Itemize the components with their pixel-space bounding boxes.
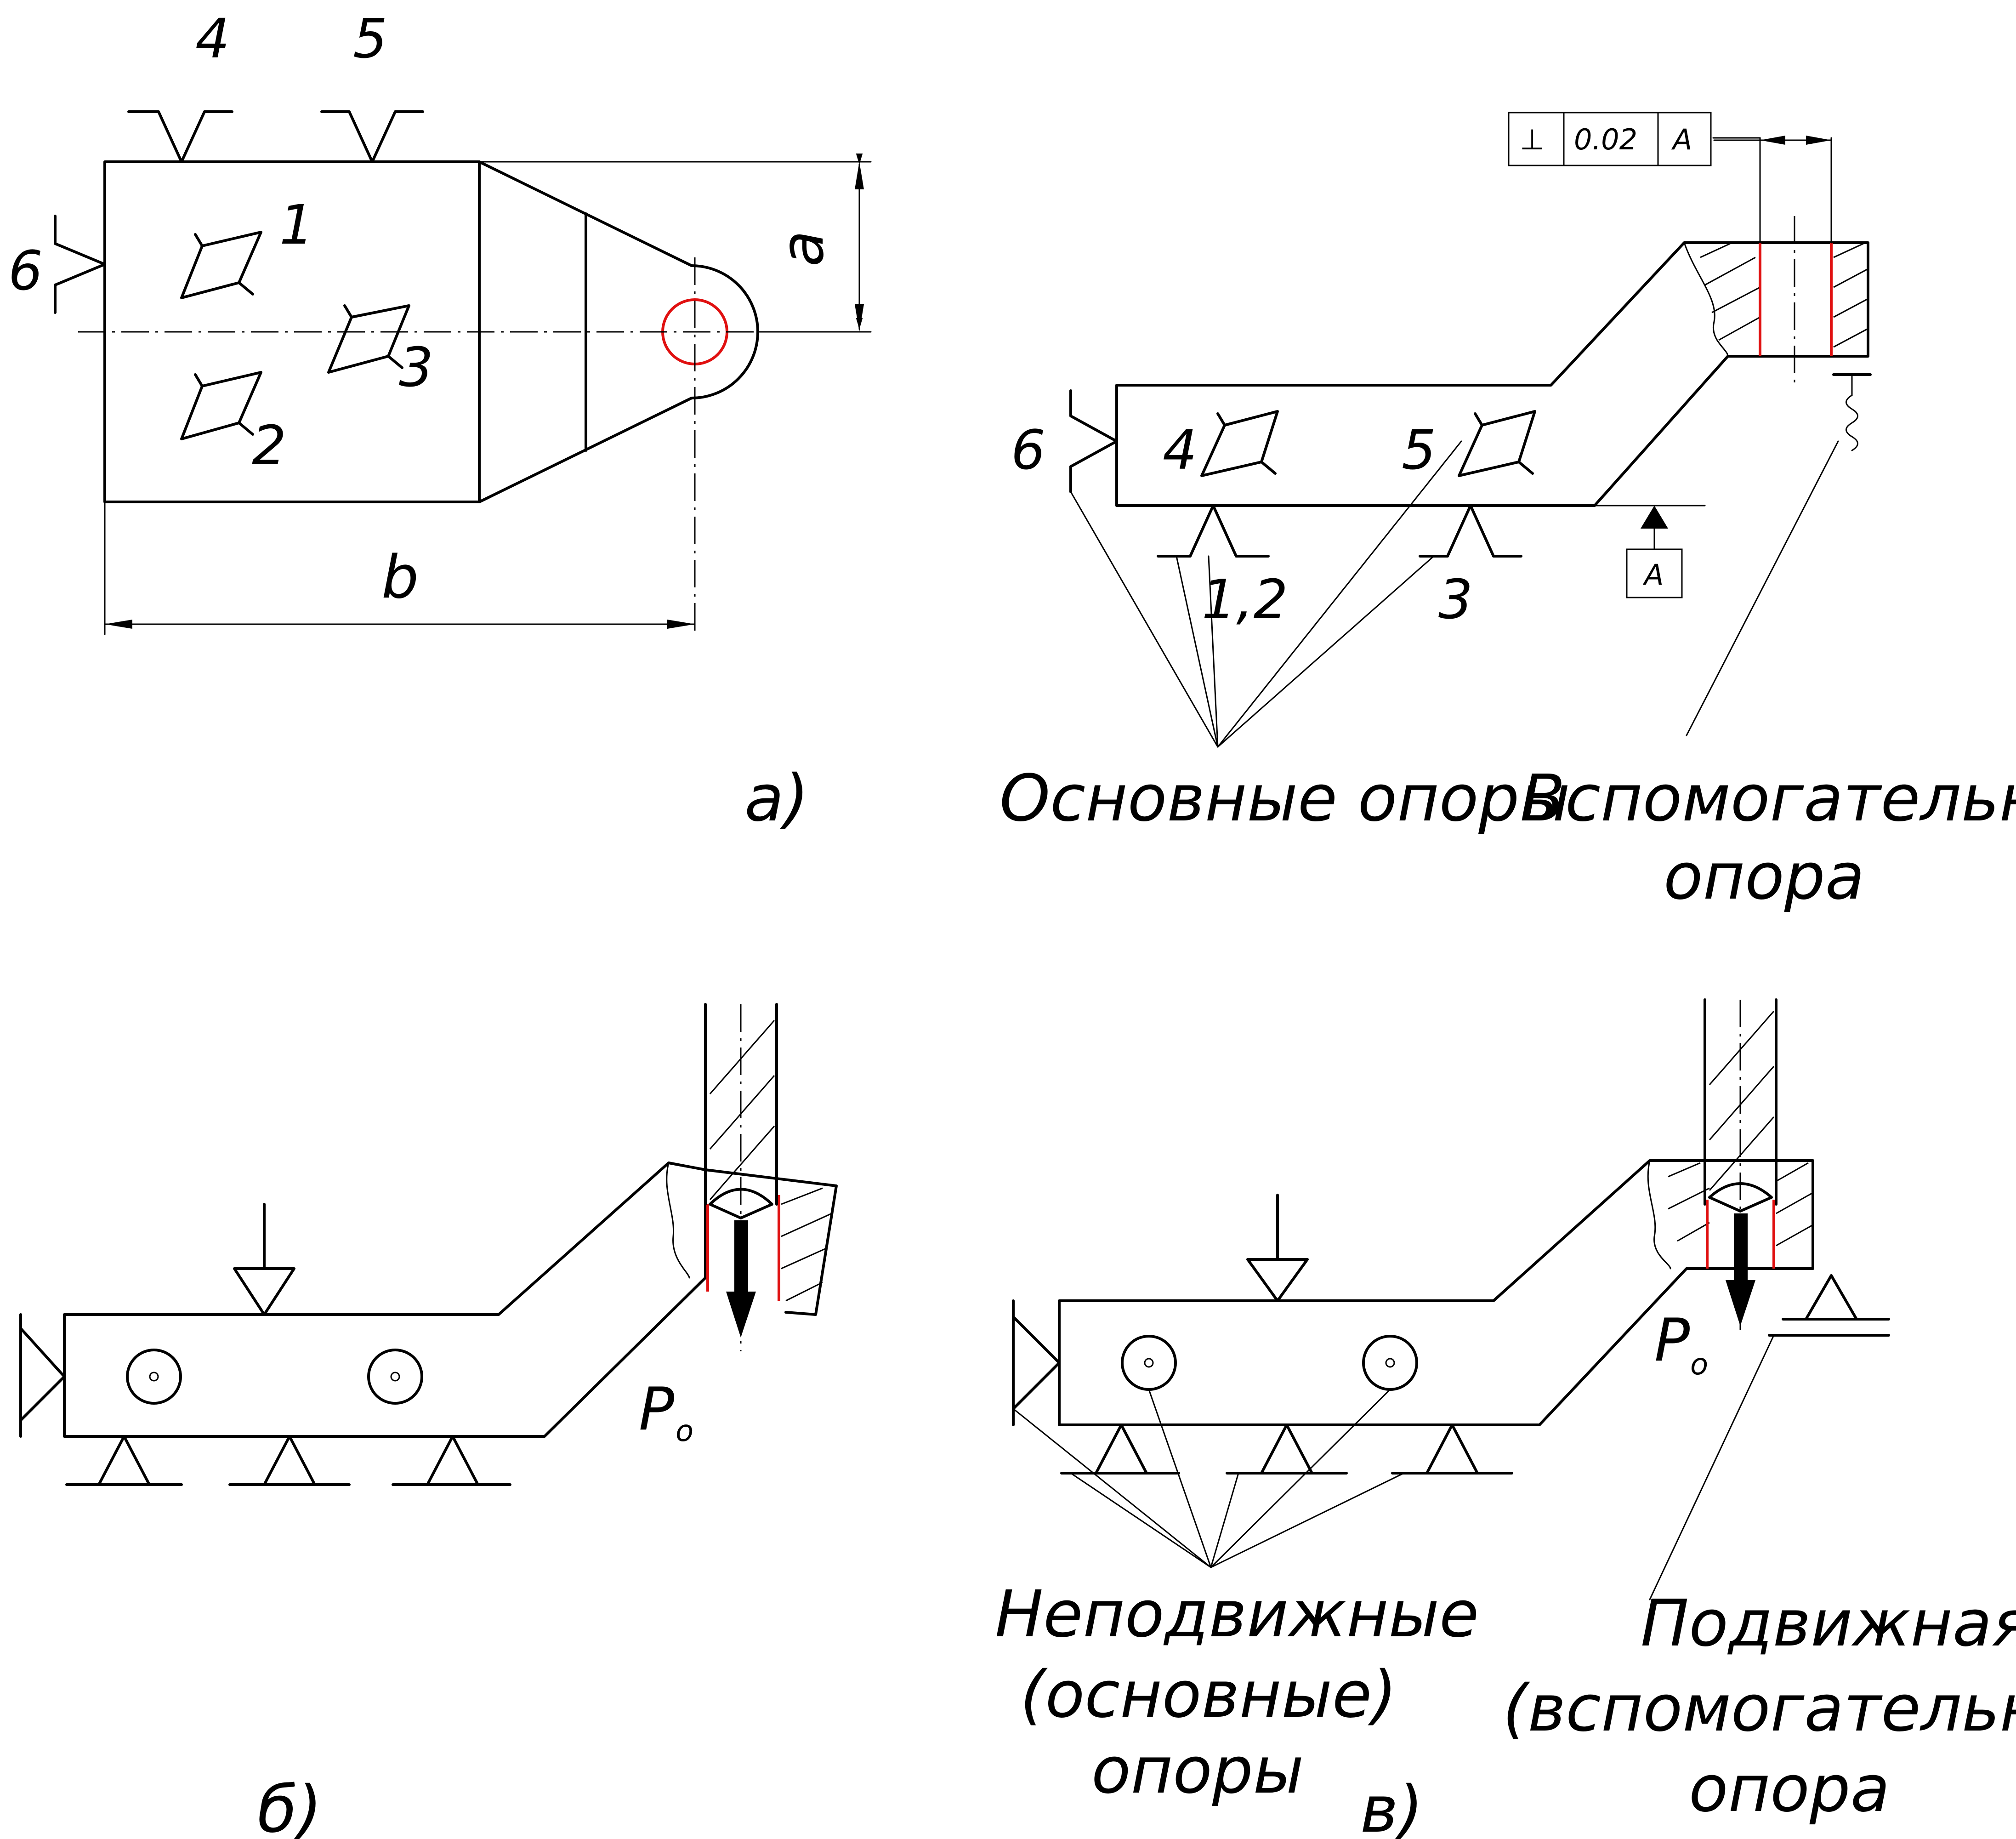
- support-4-side-label: 4: [1163, 418, 1197, 482]
- force-p-label: P: [639, 1375, 674, 1444]
- tolerance-symbol: ⊥: [1520, 123, 1545, 156]
- force-p-v-label: P: [1654, 1306, 1690, 1375]
- view-a-labels: 4 5 6 1 2 3 a b а): [8, 7, 837, 836]
- support-6-label: 6: [8, 239, 43, 302]
- support-3-side-label: 3: [1438, 568, 1473, 631]
- support-3-label: 3: [399, 336, 433, 399]
- force-p-v-subscript: o: [1690, 1348, 1708, 1382]
- support-2-label: 2: [252, 414, 286, 477]
- caption-main-supports: Основные опоры: [999, 761, 1570, 836]
- caption-fixed-2: (основные): [1020, 1657, 1397, 1732]
- view-b: [19, 1003, 838, 1486]
- panel-b-label: б): [257, 1772, 322, 1839]
- view-b-labels: P o б): [257, 1375, 693, 1839]
- view-v-labels: P o Неподвижные (основные) опоры Подвижн…: [995, 1306, 2016, 1839]
- support-6-side-label: 6: [1011, 418, 1045, 482]
- caption-aux-support-2: опора: [1664, 839, 1865, 914]
- view-v: [1012, 998, 1890, 1600]
- tolerance-value: 0.02: [1574, 123, 1637, 156]
- dimension-a-label: a: [768, 231, 837, 267]
- view-a-plan: [54, 110, 872, 635]
- tolerance-datum: A: [1671, 123, 1692, 156]
- panel-a-label: а): [744, 761, 809, 836]
- force-p-subscript: o: [676, 1414, 693, 1448]
- caption-mobile-2: (вспомогательная): [1503, 1671, 2016, 1746]
- datum-box-label: A: [1642, 558, 1664, 592]
- view-a-side-labels: ⊥ 0.02 A A 4 5 6 1,2 3 Основные опоры Вс…: [999, 123, 2016, 914]
- support-4-label: 4: [195, 7, 230, 70]
- caption-fixed-3: опоры: [1091, 1733, 1304, 1808]
- view-a-side: [1069, 112, 1872, 748]
- support-1-label: 1: [279, 193, 314, 256]
- caption-mobile-1: Подвижная: [1641, 1586, 2016, 1661]
- caption-fixed-1: Неподвижные: [995, 1577, 1479, 1652]
- caption-aux-support-1: Вспомогательная: [1521, 761, 2016, 836]
- support-5-side-label: 5: [1402, 418, 1436, 482]
- caption-mobile-3: опора: [1689, 1752, 1890, 1827]
- support-5-label: 5: [353, 7, 387, 70]
- support-12-side-label: 1,2: [1202, 568, 1288, 631]
- panel-v-label: в): [1360, 1772, 1423, 1839]
- dimension-b-label: b: [381, 543, 419, 612]
